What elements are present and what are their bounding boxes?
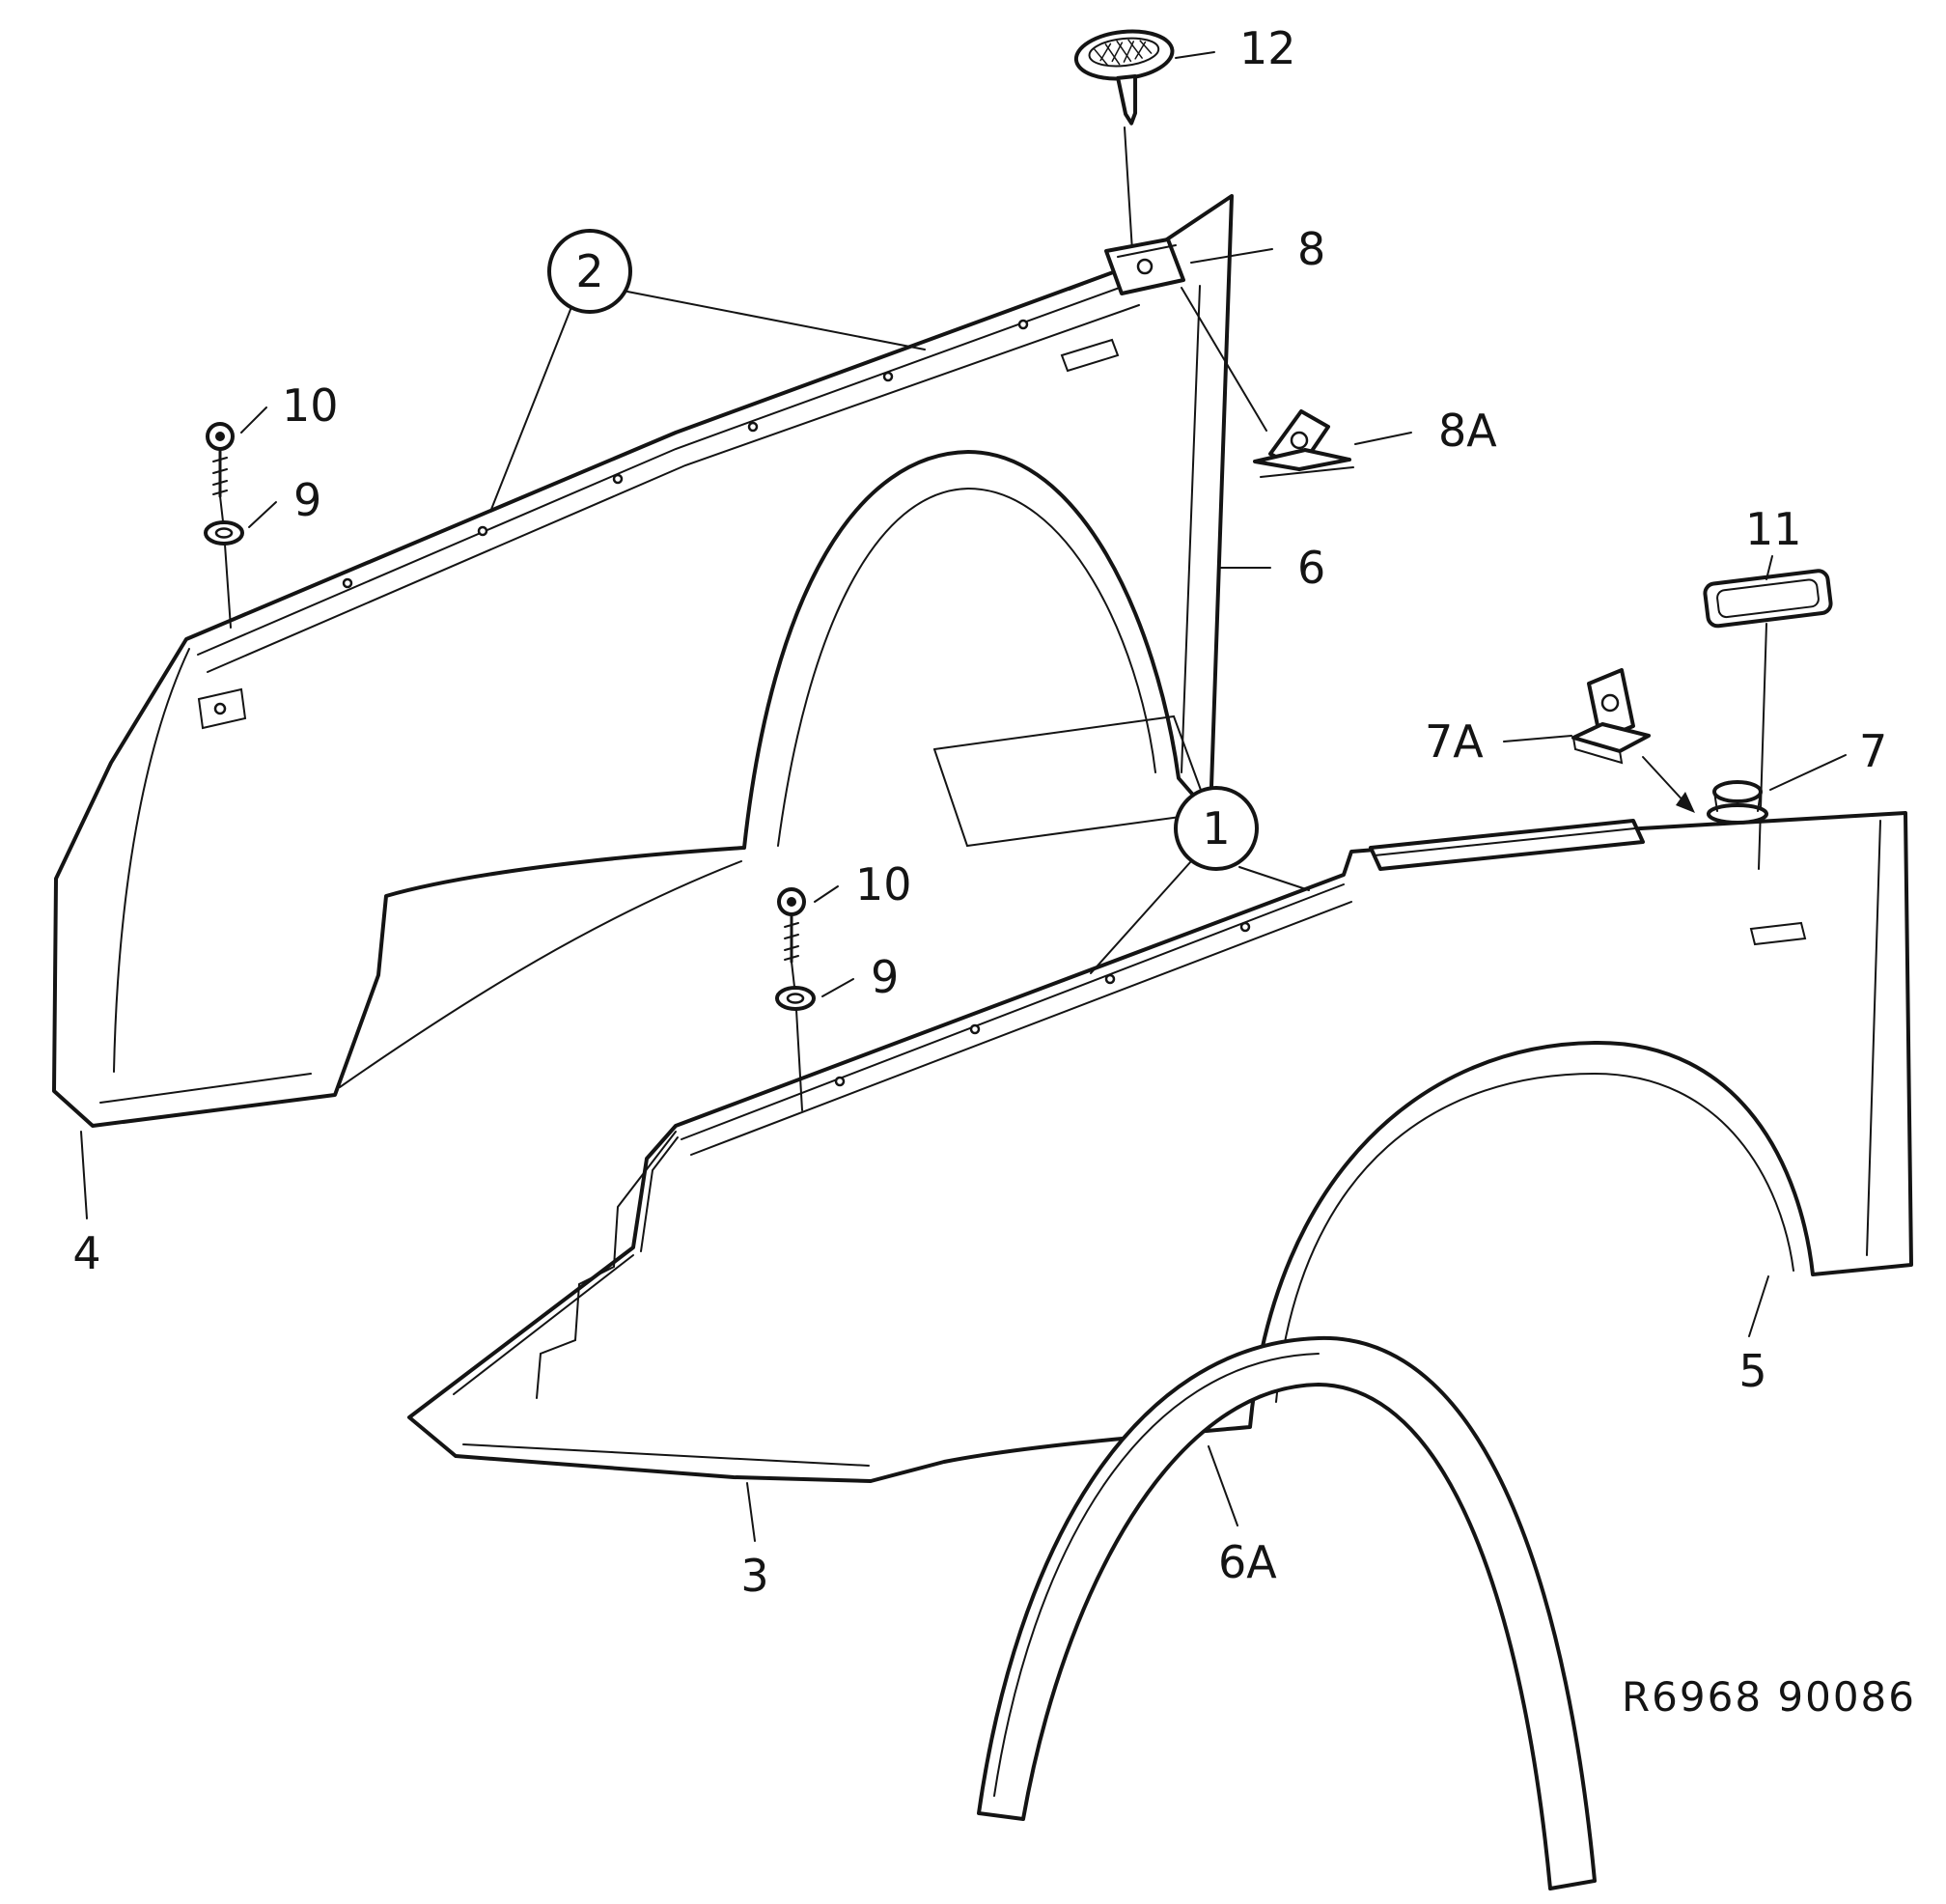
callout-circle-1: 1: [1174, 786, 1259, 871]
rail-hole: [882, 371, 894, 382]
callout-4-label: 4: [72, 1227, 100, 1279]
wheel-arch-trim: [977, 1335, 1597, 1890]
callout-circle-2: 2: [547, 229, 632, 314]
bracket-icon-8a: [1253, 409, 1354, 478]
washer-icon-upper: [204, 495, 244, 629]
right-fender-top-moulding-line: [1374, 827, 1636, 856]
rail-hole: [1104, 973, 1116, 985]
bracket-icon-8: [1104, 238, 1185, 295]
rail-hole: [834, 1076, 846, 1087]
front-section-bottom-line: [462, 1443, 870, 1467]
callout-9-lower-label: 9: [871, 951, 899, 1003]
clip-11-assembly-line: [1758, 623, 1767, 870]
drawing-reference-code: R6968 90086: [1622, 1673, 1916, 1721]
rail-hole: [1017, 319, 1029, 330]
callout-8-label: 8: [1297, 223, 1325, 275]
callout-2-label: 2: [575, 245, 603, 297]
wheel-arch-trim-accent: [993, 1353, 1320, 1797]
right-fender-moulding-strip-lower: [690, 901, 1352, 1156]
rail-hole: [477, 525, 488, 537]
left-wheel-arch-inner-rim: [777, 487, 1156, 847]
left-inner-panel-bottom-flange: [933, 748, 1209, 848]
wheel-arch-trim-band: [977, 1335, 1597, 1890]
callouts: 1 2 3 4 5 6 6A 7 7A 8 8A 9 10 9 10 11 12: [72, 22, 1887, 1602]
left-fender-rear-fold: [1181, 285, 1201, 773]
callout-6a-label: 6A: [1218, 1536, 1277, 1588]
front-section-top-edge: [640, 1136, 679, 1252]
left-fender-foot-line: [99, 1073, 312, 1104]
rail-hole: [747, 421, 759, 433]
washer-icon-lower: [775, 961, 816, 1111]
callout-10-lower-label: 10: [855, 858, 912, 910]
rail-hole: [969, 1023, 981, 1035]
bracket-8-to-8a-line: [1181, 287, 1267, 432]
callout-5-label: 5: [1738, 1345, 1766, 1397]
callout-6-label: 6: [1297, 542, 1325, 594]
screw-icon-upper: [206, 422, 235, 498]
right-fender-moulding-strip: [681, 883, 1345, 1140]
right-fender-outer-panel: [407, 811, 1913, 1483]
leader-lines: [80, 51, 1847, 1542]
callout-8a-label: 8A: [1438, 405, 1497, 457]
left-fender-slot: [1060, 338, 1120, 373]
callout-1-label: 1: [1202, 802, 1230, 854]
screw-icon-lower: [777, 887, 806, 964]
callout-12-label: 12: [1239, 22, 1296, 74]
right-fender-top-moulding: [1369, 819, 1645, 871]
callout-10-upper-label: 10: [282, 379, 339, 432]
clip-12-assembly-line: [1124, 126, 1133, 252]
bracket-icon-7a: [1571, 668, 1695, 813]
rail-hole: [342, 577, 353, 589]
left-fender-assembly: [52, 194, 1234, 1128]
front-section-fold: [453, 1254, 634, 1395]
front-section-inner-contour: [536, 1131, 677, 1399]
callout-7a-label: 7A: [1425, 715, 1484, 768]
callout-3-label: 3: [740, 1550, 768, 1602]
callout-9-upper-label: 9: [293, 474, 321, 526]
left-fender-outer-panel: [52, 194, 1234, 1128]
rail-hole: [612, 473, 624, 485]
left-inner-panel-bottom-edge: [933, 714, 1209, 812]
left-fender-front-crease: [113, 648, 190, 1073]
left-fender-front-bracket: [197, 687, 247, 730]
trim-clip-icon-11: [1703, 569, 1833, 629]
callout-11-label: 11: [1745, 503, 1802, 555]
left-fender-moulding-strip-lower: [207, 304, 1140, 673]
callout-7-label: 7: [1859, 725, 1887, 777]
left-fender-body-crease: [339, 860, 742, 1088]
grommet-icon-7: [1707, 780, 1768, 825]
right-wheel-arch-inner-rim: [1275, 1072, 1794, 1403]
front-bracket-hole: [213, 702, 227, 715]
right-fender-rear-fold: [1866, 820, 1881, 1256]
trim-clip-icon-12: [1073, 29, 1175, 126]
rail-hole: [1239, 921, 1251, 933]
right-fender-assembly: [407, 811, 1913, 1483]
right-fender-slot: [1749, 921, 1807, 946]
left-fender-moulding-strip: [197, 284, 1128, 656]
